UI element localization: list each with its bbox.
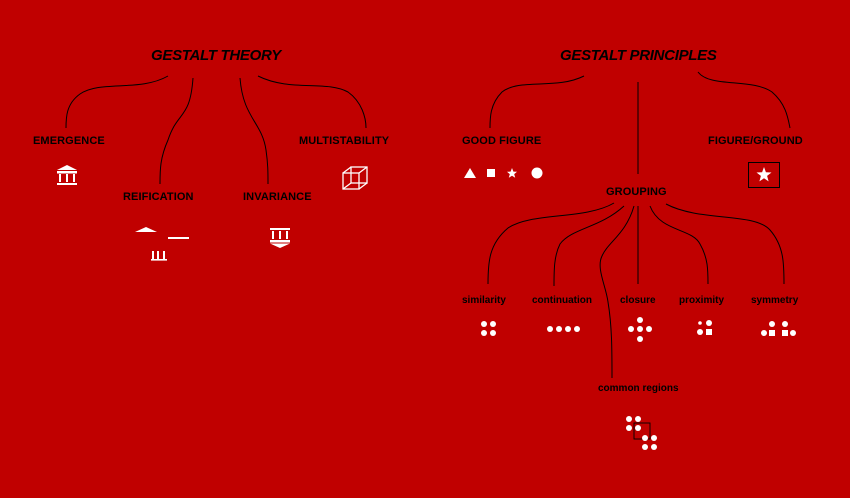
temple-fragments-icon [135, 227, 189, 261]
leaf-common-regions: common regions [598, 383, 679, 394]
cube-icon [342, 166, 368, 190]
link-symmetry [665, 203, 785, 285]
leaf-closure: closure [620, 295, 656, 306]
link-proximity [649, 205, 709, 285]
link-emergence [65, 75, 169, 129]
gestalt-principles-title: GESTALT PRINCIPLES [560, 47, 717, 64]
link-continuation [553, 205, 625, 287]
link-reification [159, 77, 194, 185]
link-multistability [257, 75, 367, 129]
circle-icon [531, 167, 543, 179]
node-invariance: INVARIANCE [243, 191, 312, 203]
leaf-similarity: similarity [462, 295, 506, 306]
inverted-temple-icon [270, 228, 290, 248]
gestalt-theory-title: GESTALT THEORY [151, 47, 281, 64]
node-good-figure: GOOD FIGURE [462, 135, 542, 147]
star-icon [507, 168, 517, 178]
link-similarity [487, 202, 615, 285]
closure-dots-icon [628, 317, 652, 342]
triangle-icon [464, 168, 476, 178]
node-emergence: EMERGENCE [33, 135, 105, 147]
good-figure-shapes [464, 167, 543, 179]
continuation-dots-icon [547, 326, 580, 332]
symmetry-dots-icon [761, 321, 796, 336]
node-grouping: GROUPING [606, 186, 667, 198]
dot-grid-icon [481, 321, 496, 336]
link-good-figure [489, 75, 585, 129]
proximity-dots-icon [697, 320, 712, 335]
leaf-continuation: continuation [532, 295, 592, 306]
square-icon [487, 169, 495, 177]
temple-icon [57, 165, 77, 185]
common-regions-icon [626, 416, 657, 450]
link-figure-ground [697, 71, 791, 129]
link-common-regions [599, 205, 635, 379]
star-box-icon [748, 162, 780, 188]
node-figure-ground: FIGURE/GROUND [708, 135, 803, 147]
link-invariance [239, 77, 269, 185]
node-reification: REIFICATION [123, 191, 194, 203]
leaf-symmetry: symmetry [751, 295, 799, 306]
node-multistability: MULTISTABILITY [299, 135, 390, 147]
leaf-proximity: proximity [679, 295, 725, 306]
